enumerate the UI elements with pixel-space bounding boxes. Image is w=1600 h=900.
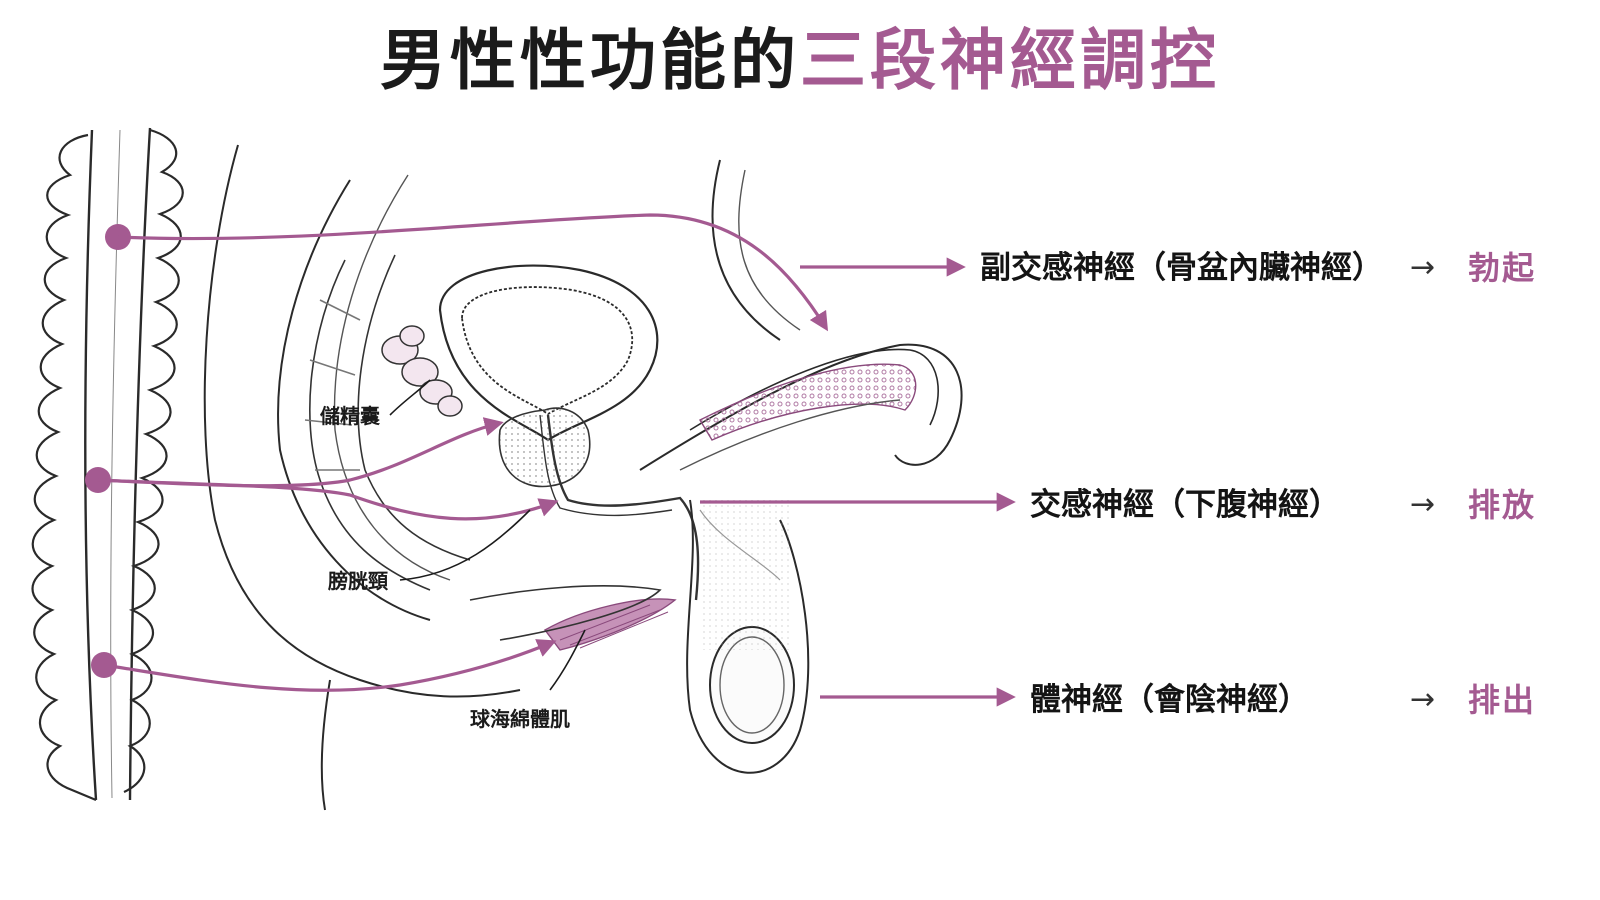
rectum xyxy=(304,254,471,591)
nerve-alias: （下腹神經） xyxy=(1154,487,1340,523)
label-seminal-vesicle: 儲精囊 xyxy=(320,404,380,428)
spinal-cord-right xyxy=(128,127,152,801)
result-erection: 勃起 xyxy=(1468,249,1537,287)
spine-right-edge xyxy=(123,128,184,793)
label-bulbospongiosus: 球海綿體肌 xyxy=(470,707,570,731)
seminal-vesicle xyxy=(381,325,463,417)
result-arrow-1: → xyxy=(1410,250,1436,285)
nerve-label-sympathetic: 交感神經（下腹神經） xyxy=(1030,485,1340,525)
spinal-cord-left xyxy=(84,129,98,801)
nerve-name: 交感神經 xyxy=(1030,487,1154,523)
nerve-alias: （骨盆內臟神經） xyxy=(1135,250,1383,286)
nerve-origins xyxy=(85,224,131,678)
penis xyxy=(639,343,963,471)
parasympathetic-path xyxy=(117,213,829,332)
abdomen-inner xyxy=(738,169,801,331)
bladder xyxy=(438,264,659,442)
spinal-column xyxy=(31,127,184,802)
label-bladder-neck: 膀胱頸 xyxy=(328,569,388,593)
sympathetic-path-upper xyxy=(97,417,504,488)
sacrum-inner xyxy=(333,174,451,581)
abdomen-front xyxy=(711,159,781,341)
spinal-cord-inner xyxy=(110,129,121,799)
urethra xyxy=(546,414,700,601)
result-emission: 排放 xyxy=(1468,486,1537,524)
title-main: 男性性功能的 xyxy=(380,22,800,99)
nerve-name: 體神經 xyxy=(1030,682,1123,718)
spine-left-edge xyxy=(31,133,97,802)
back-outline xyxy=(203,144,521,698)
leader-seminal-vesicle xyxy=(389,379,431,416)
leader-bulbospongiosus xyxy=(549,629,586,691)
somatic-path xyxy=(103,639,557,692)
perineum-outline xyxy=(320,679,331,811)
nerve-name: 副交感神經 xyxy=(980,250,1135,286)
nerve-label-somatic: 體神經（會陰神經） xyxy=(1030,680,1309,720)
leader-lines xyxy=(389,379,586,691)
prostate xyxy=(498,407,700,601)
sympathetic-path-lower xyxy=(97,478,559,521)
body-outline xyxy=(203,144,801,811)
result-expulsion: 排出 xyxy=(1468,681,1537,719)
bulbospongiosus-muscle xyxy=(469,585,677,651)
result-arrow-2: → xyxy=(1410,487,1436,522)
result-arrow-3: → xyxy=(1410,682,1436,717)
nerve-paths xyxy=(97,213,1016,707)
sacrum-outline xyxy=(277,179,431,621)
page-title: 男性性功能的三段神經調控 xyxy=(0,18,1600,104)
title-accent: 三段神經調控 xyxy=(800,22,1220,99)
nerve-label-parasympathetic: 副交感神經（骨盆內臟神經） xyxy=(980,248,1383,288)
nerve-alias: （會陰神經） xyxy=(1123,682,1309,718)
corpus-cavernosum xyxy=(699,363,917,441)
scrotum xyxy=(686,499,810,774)
leader-bladder-neck xyxy=(399,509,531,581)
